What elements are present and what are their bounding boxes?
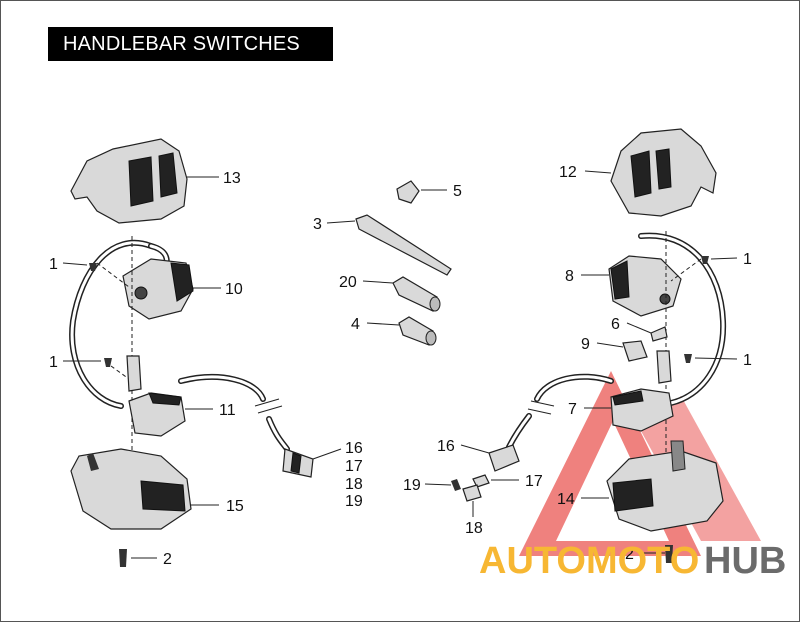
callout-1-right-top: 1: [743, 251, 752, 268]
callout-10: 10: [225, 281, 243, 298]
callout-11: 11: [219, 402, 236, 419]
part-13-upper-housing-left: [70, 138, 219, 224]
callout-3: 3: [313, 216, 322, 233]
part-16-connector-left: [282, 448, 342, 478]
callout-labels: 13 1 10 1 11 15 2 5 3 20 4 16 17 18 19 1…: [49, 164, 752, 568]
page-title: HANDLEBAR SWITCHES: [48, 27, 333, 61]
part-7-lower-switch-right: [584, 388, 674, 432]
wire-harness-right: [506, 232, 727, 450]
part-16-connector-right: [460, 444, 520, 472]
part-6-clip: [626, 322, 668, 342]
callout-18-left: 18: [345, 476, 363, 493]
watermark-brand-text: AUTOMOTO HUB: [479, 540, 786, 582]
callout-17-left: 17: [345, 458, 363, 475]
callout-7: 7: [568, 401, 577, 418]
part-1-screw-left-mid: [63, 358, 130, 380]
callout-9: 9: [581, 336, 590, 353]
handlebar-post-right: [656, 350, 672, 384]
part-17-right-small: [472, 474, 519, 488]
part-4-sleeve: [366, 316, 437, 346]
part-20-sleeve: [362, 276, 441, 312]
callout-17-right: 17: [525, 473, 543, 490]
part-9-switch: [596, 340, 648, 362]
callout-20: 20: [339, 274, 357, 291]
part-2-screw-left: [119, 549, 157, 567]
part-2-screw-right: [641, 545, 673, 563]
callout-2-right: 2: [625, 546, 634, 563]
part-10-switch-module-left: [122, 258, 221, 320]
callout-14: 14: [557, 491, 575, 508]
part-1-screw-right-mid: [684, 354, 738, 363]
callout-19-left: 19: [345, 493, 363, 510]
part-5-clip: [396, 180, 447, 204]
handlebar-post-left: [126, 355, 142, 392]
callout-4: 4: [351, 316, 360, 333]
watermark-brand-part1: AUTOMOTO: [479, 540, 699, 582]
callout-6: 6: [611, 316, 620, 333]
callout-13: 13: [223, 170, 241, 187]
callout-5: 5: [453, 183, 462, 200]
part-11-lower-switch-left: [128, 392, 213, 437]
callout-16-right: 16: [437, 438, 455, 455]
part-14-lower-housing-right: [581, 440, 724, 532]
callout-19-right: 19: [403, 477, 421, 494]
part-15-lower-housing-left: [70, 448, 219, 530]
callout-18-right: 18: [465, 520, 483, 537]
callout-1-left-mid: 1: [49, 354, 58, 371]
watermark-brand-part2: HUB: [704, 540, 786, 582]
part-8-switch-module-right: [581, 255, 682, 317]
callout-8: 8: [565, 268, 574, 285]
part-1-screw-right-top: [670, 256, 738, 282]
callout-15: 15: [226, 498, 244, 515]
part-18-seal-right: [462, 484, 482, 517]
part-19-pin-right: [424, 479, 461, 491]
callout-16-left: 16: [345, 440, 363, 457]
part-1-screw-left-top: [62, 262, 130, 288]
callout-1-right-mid: 1: [743, 352, 752, 369]
part-12-upper-housing-right: [584, 128, 717, 217]
callout-2-left: 2: [163, 551, 172, 568]
part-3-cable-strap: [326, 214, 452, 276]
callout-12: 12: [559, 164, 577, 181]
callout-1-left-top: 1: [49, 256, 58, 273]
